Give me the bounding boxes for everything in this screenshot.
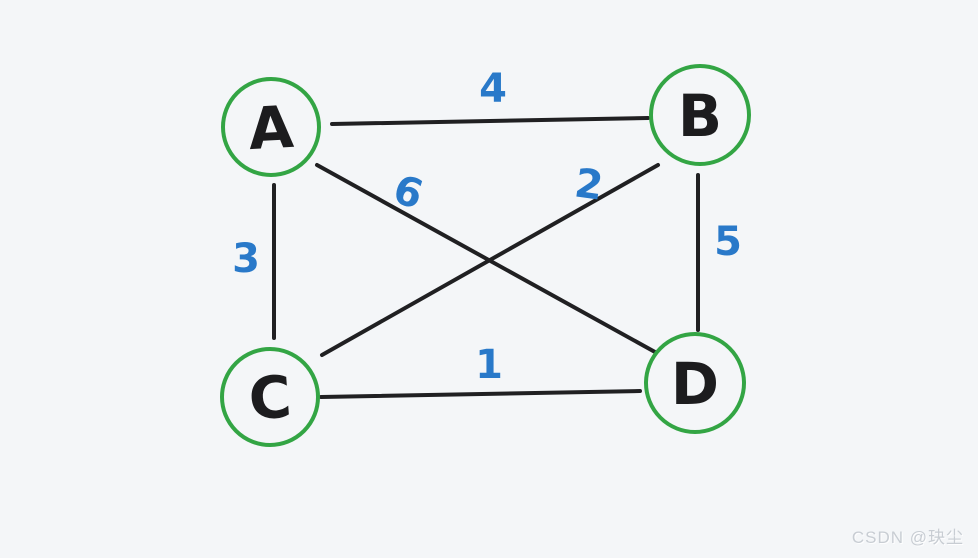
node-circle-d <box>644 332 746 434</box>
node-label-a: A <box>247 93 295 163</box>
edge-weight-ac: 3 <box>232 236 260 282</box>
node-label-d: D <box>671 350 719 418</box>
watermark-text: CSDN @玦尘 <box>851 528 964 547</box>
node-label-c: C <box>246 363 293 434</box>
node-circle-a <box>221 77 321 177</box>
edge-weight-cd: 1 <box>475 342 503 388</box>
edge-cb <box>320 163 660 357</box>
edge-weight-ad: 6 <box>388 166 429 218</box>
edge-ad <box>315 163 657 354</box>
edge-weight-ab: 4 <box>479 66 507 112</box>
node-label-b: B <box>678 82 722 150</box>
node-circle-c <box>220 347 320 447</box>
edge-cd <box>319 389 642 399</box>
edge-ab <box>330 116 650 126</box>
edge-weight-cb: 2 <box>572 160 606 209</box>
edge-weight-bd: 5 <box>714 219 742 265</box>
node-circle-b <box>649 64 751 166</box>
